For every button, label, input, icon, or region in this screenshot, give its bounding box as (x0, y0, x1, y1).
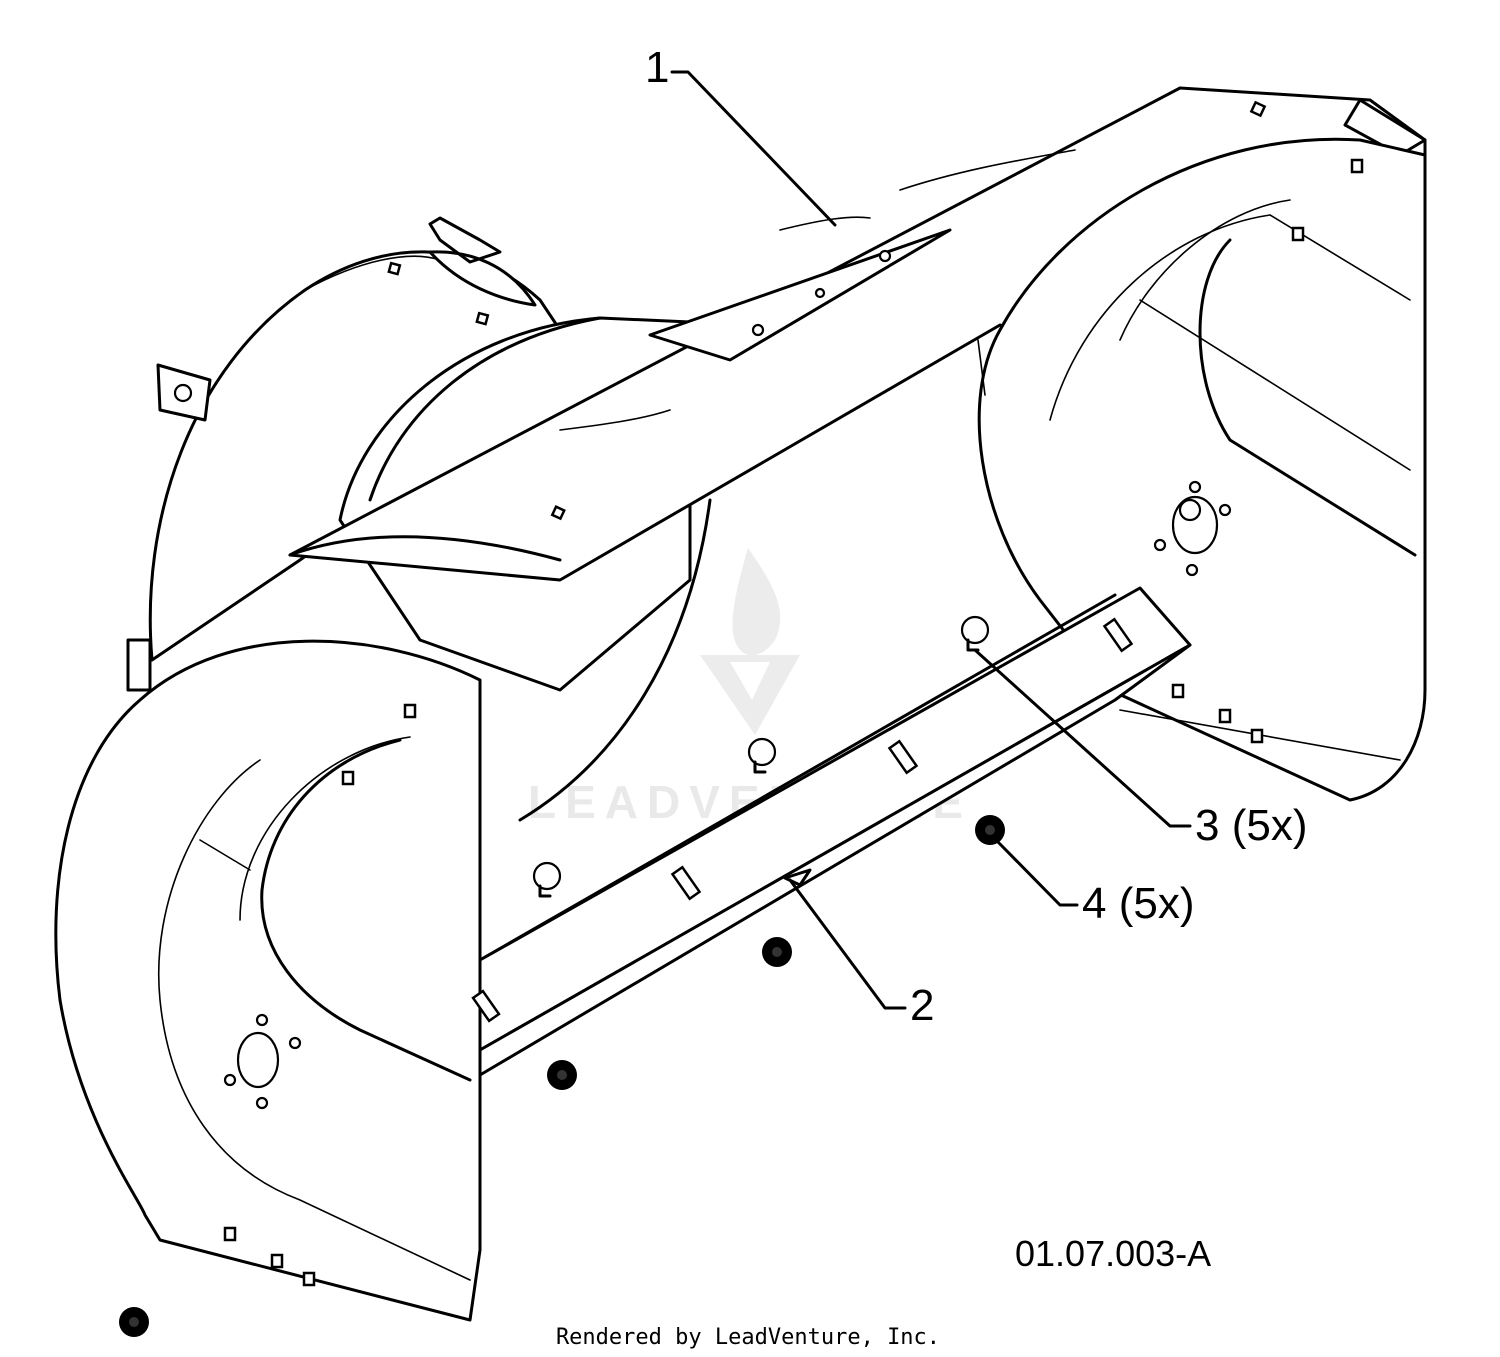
scraper-bar (471, 586, 1192, 1077)
leader-lines (670, 70, 1192, 1010)
leader-line-2 (788, 878, 907, 1010)
left-side-panel (54, 639, 482, 1322)
hex-nut (975, 815, 1005, 845)
back-housing-drum (126, 216, 562, 692)
figure-code: 01.07.003-A (1015, 1233, 1211, 1274)
callout-1: 1 (645, 43, 669, 92)
carriage-bolt (532, 861, 562, 898)
carriage-bolts (532, 615, 990, 898)
hex-nut (547, 1060, 577, 1090)
hex-nuts (119, 815, 1005, 1337)
carriage-bolt (960, 615, 990, 652)
leader-line-1 (670, 70, 837, 227)
callout-2: 2 (910, 981, 934, 1030)
hex-nut (762, 937, 792, 967)
callout-3: 3 (5x) (1195, 801, 1307, 850)
carriage-bolt (747, 737, 777, 774)
watermark-logo (700, 548, 800, 735)
hex-nut (119, 1307, 149, 1337)
leader-line-3 (973, 648, 1192, 828)
leader-line-4 (996, 840, 1079, 907)
callout-4: 4 (5x) (1082, 879, 1194, 928)
render-credit: Rendered by LeadVenture, Inc. (556, 1325, 940, 1350)
